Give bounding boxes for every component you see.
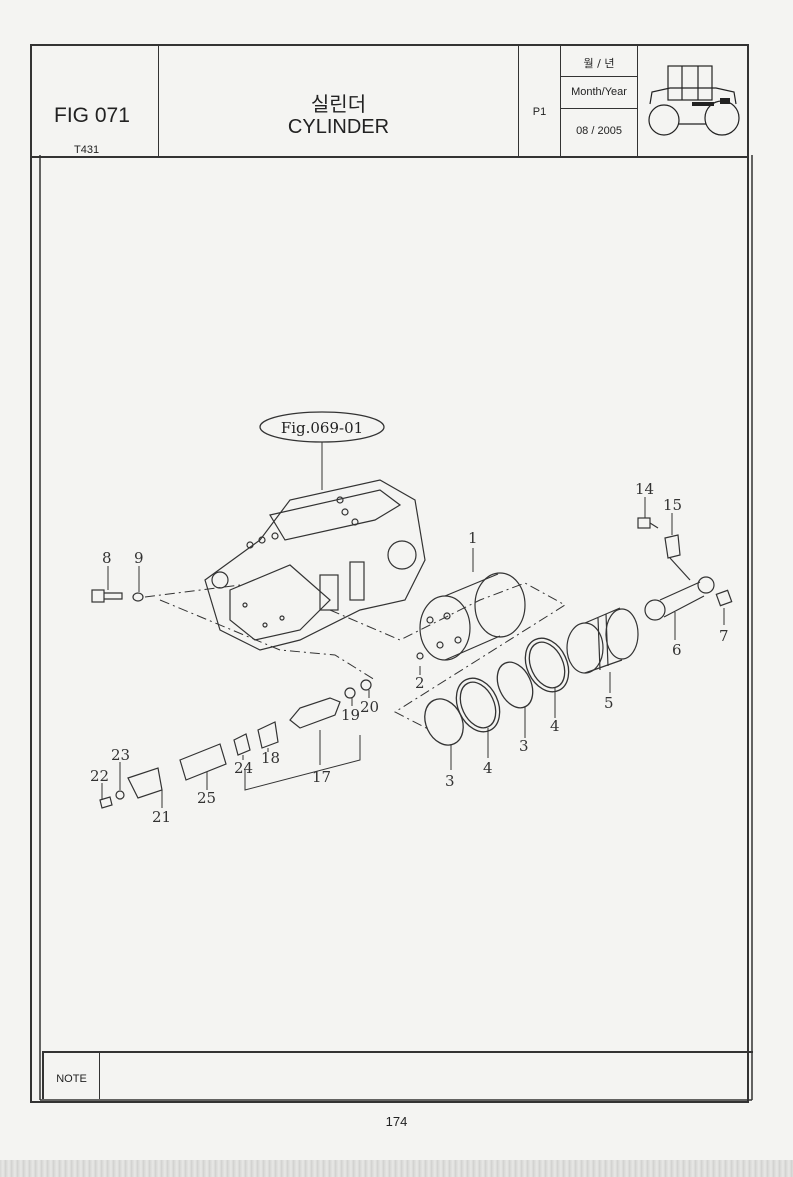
divider xyxy=(561,76,637,77)
header-block: FIG 071 T431 실린더 CYLINDER P1 월 / 년 Month… xyxy=(32,46,747,158)
callout-9: 9 xyxy=(134,549,144,567)
callout-5: 5 xyxy=(604,694,614,712)
divider xyxy=(561,108,637,109)
figure-cell: FIG 071 T431 xyxy=(32,46,159,156)
bolt-bracket-parts xyxy=(637,517,691,581)
date-label-korean: 월 / 년 xyxy=(583,57,615,70)
cylinder-part xyxy=(416,572,526,661)
callout-6: 6 xyxy=(672,641,682,659)
date-label-english: Month/Year xyxy=(571,86,627,98)
title-korean: 실린더 xyxy=(310,92,367,116)
piston-part xyxy=(566,607,639,674)
parts-sheet: FIG 071 T431 실린더 CYLINDER P1 월 / 년 Month… xyxy=(30,44,753,1103)
callout-20: 20 xyxy=(360,698,379,716)
callout-22: 22 xyxy=(90,767,109,785)
callout-25: 25 xyxy=(197,789,216,807)
reference-label: Fig.069-01 xyxy=(281,419,363,437)
title-english: CYLINDER xyxy=(287,116,390,138)
callout-18: 18 xyxy=(261,749,280,767)
callout-19: 19 xyxy=(341,706,360,724)
callout-4: 4 xyxy=(550,717,560,735)
tractor-icon xyxy=(648,65,740,136)
callout-17: 17 xyxy=(312,768,331,786)
callout-3: 3 xyxy=(445,772,455,790)
callout-1: 1 xyxy=(468,529,478,547)
note-row: NOTE xyxy=(42,1051,753,1099)
figure-number: FIG 071 xyxy=(54,104,130,127)
date-value: 08 / 2005 xyxy=(576,125,622,137)
title-cell: 실린더 CYLINDER xyxy=(159,46,519,156)
tractor-thumbnail-cell xyxy=(638,46,747,156)
piston-rod-part xyxy=(644,576,733,621)
bolt-washer-parts xyxy=(91,589,144,603)
note-label: NOTE xyxy=(56,1073,87,1085)
page-code: P1 xyxy=(532,106,547,118)
callout-15: 15 xyxy=(663,496,682,514)
callout-14: 14 xyxy=(635,480,654,498)
scan-edge xyxy=(0,1160,793,1177)
housing-part xyxy=(204,479,426,651)
page-code-cell: P1 xyxy=(519,46,561,156)
callout-7: 7 xyxy=(719,627,729,645)
callout-3: 3 xyxy=(519,737,529,755)
callout-2: 2 xyxy=(415,674,425,692)
page-number: 174 xyxy=(385,1114,408,1129)
callout-21: 21 xyxy=(152,808,171,826)
callout-23: 23 xyxy=(111,746,130,764)
callout-8: 8 xyxy=(102,549,112,567)
note-label-cell: NOTE xyxy=(44,1053,100,1099)
callout-numbers: 1 2 3 3 4 4 5 6 7 8 9 14 15 17 18 19 20 … xyxy=(90,480,729,826)
callout-24: 24 xyxy=(234,759,253,777)
date-cell: 월 / 년 Month/Year 08 / 2005 xyxy=(561,46,638,156)
valve-assembly-parts xyxy=(99,679,372,809)
callout-4: 4 xyxy=(483,759,493,777)
reference-callout: Fig.069-01 xyxy=(259,411,385,490)
model-code: T431 xyxy=(74,144,100,156)
